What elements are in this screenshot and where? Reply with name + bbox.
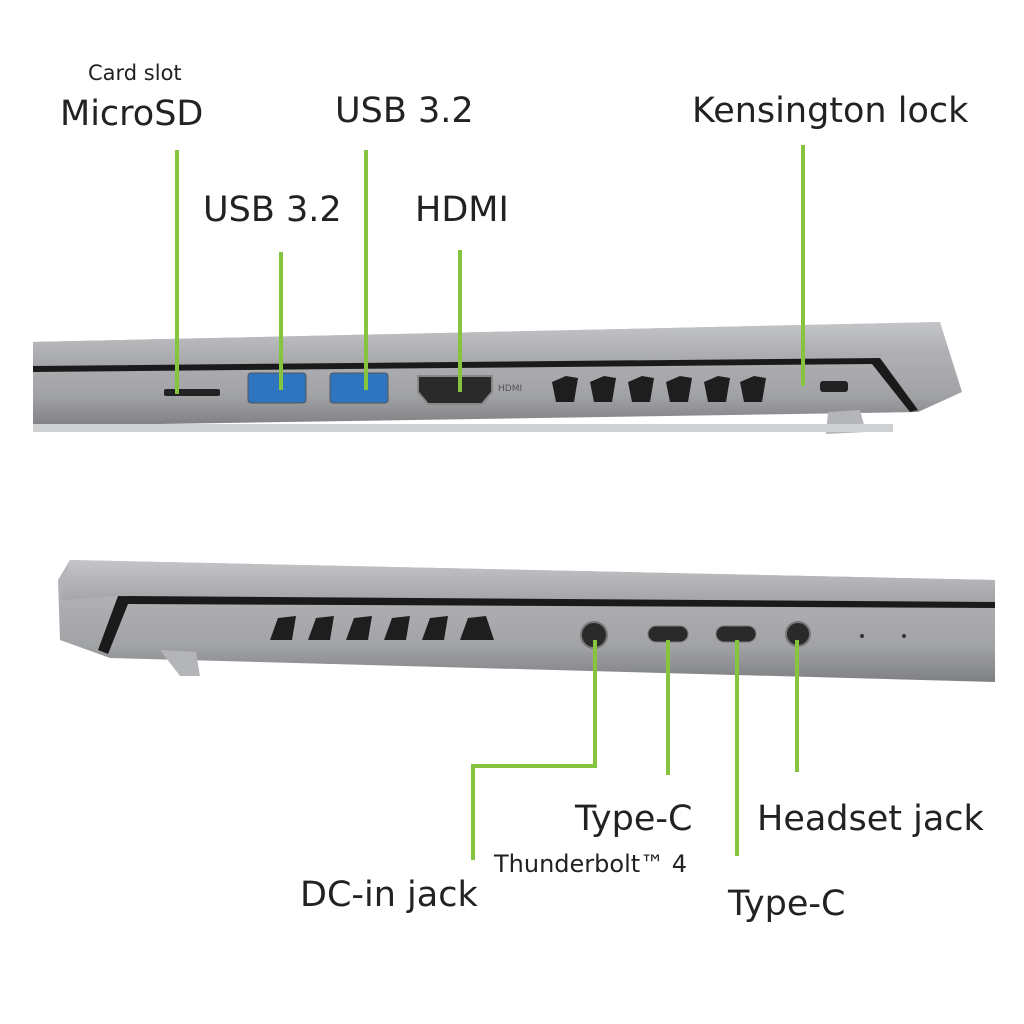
vents [552,376,766,402]
vents [270,616,494,640]
callout-lines [175,145,805,860]
hdmi-label: HDMI [415,190,509,230]
usb-c-thunderbolt-port [647,625,689,643]
usb-right-label: USB 3.2 [335,91,474,131]
svg-text:HDMI: HDMI [498,384,522,394]
hdmi-port [417,375,493,405]
kensington-slot [820,381,848,392]
laptop-right-side [58,560,995,682]
headset-jack-label: Headset jack [757,799,984,839]
usb-a-port [247,372,307,404]
type-c-thunderbolt-label: Type-C [575,799,693,839]
dc-in-jack-label: DC-in jack [300,875,478,915]
usb-a-port [329,372,389,404]
microsd-slot [164,389,220,396]
card-slot-label: Card slot [88,61,182,85]
kensington-lock-label: Kensington lock [692,91,969,131]
laptop-left-side: HDMI [33,322,962,434]
microsd-label: MicroSD [60,94,204,134]
type-c-label: Type-C [728,884,846,924]
thunderbolt-label: Thunderbolt™ 4 [494,850,688,878]
usb-c-port [715,625,757,643]
usb-left-label: USB 3.2 [203,190,342,230]
